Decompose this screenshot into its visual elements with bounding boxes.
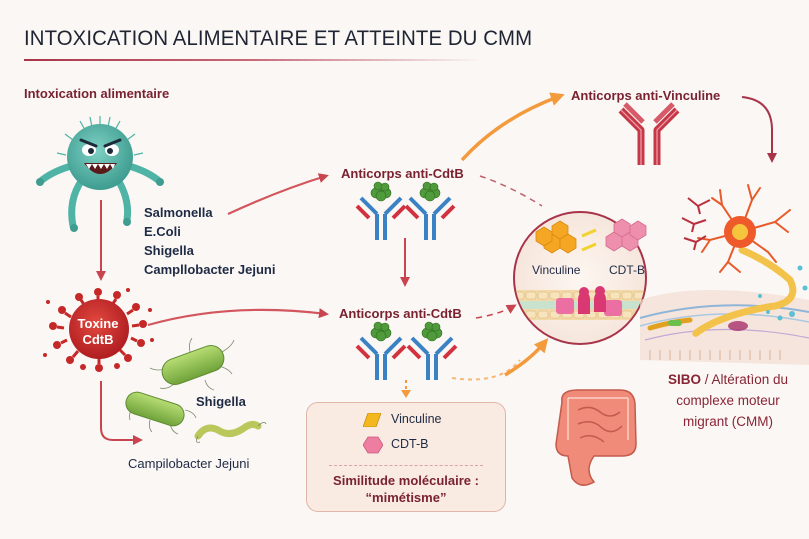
toxin-label: Toxine CdtB [62,316,134,348]
antibody-icon [404,181,456,240]
vinculine-molecule-icon [535,220,577,254]
antigen-cluster-icon [419,181,441,202]
shigella-label: Shigella [196,394,246,409]
anti-cdtb-antibodies-bottom-icon [355,321,458,380]
antigen-cluster-icon [421,321,443,342]
cdtb-molecule-icon [605,218,647,252]
toxin-cdtb-icon [43,288,154,372]
antigen-cluster-icon [370,321,392,342]
dashed-link-top-to-circle [479,175,543,207]
arrow-anti-cdtb-to-anti-vinculine [460,92,565,162]
campylobacter-bacterium-icon [194,420,267,443]
cdtb-shape-icon [363,436,383,454]
zoom-label-vinculine: Vinculine [532,263,581,277]
exchange-arrows-icon [581,228,597,252]
arrow-to-mimicry-box [401,380,411,398]
outcome-line3: migrant (CMM) [683,414,773,429]
title-underline [24,59,484,61]
page-title: INTOXICATION ALIMENTAIRE ET ATTEINTE DU … [24,27,533,50]
arrow-pathogens-to-anti-cdtb-top [227,173,329,215]
antigen-cluster-icon [370,181,392,202]
outcome-label: SIBO / Altératìon du complexe moteur mig… [648,369,808,432]
cell-membrane-icon [515,286,645,320]
orange-arrow-antibodies-to-circle [451,338,549,381]
pathogen-item: Salmonella [144,205,213,220]
toxin-label-line1: Toxine [77,316,119,331]
bacterium-icon [125,391,197,435]
pathogen-item: E.Coli [144,224,181,239]
anti-cdtb-label-top: Anticorps anti-CdtB [341,166,464,181]
mimicry-title: Similitude moléculaire : “mimétisme” [307,472,505,506]
anti-cdtb-label-bottom: Anticorps anti-CdtB [339,306,462,321]
toxin-label-line2: CdtB [82,332,114,347]
intestine-icon [555,389,637,486]
outcome-line2: complexe moteur [676,393,780,408]
pathogen-list: Salmonella E.Coli Shigella Campllobacter… [144,203,275,279]
pathogen-item: Campllobacter Jejuni [144,262,276,277]
outcome-line1: / Altératìon du [700,372,789,387]
microbe-icon [36,116,164,232]
vinculine-shape-icon [363,413,381,427]
arrow-toxin-to-campylobacter [100,381,143,445]
campylobacter-label: Campilobacter Jejuni [128,456,250,471]
neuron-icon [681,184,808,338]
antibody-icon [355,321,407,380]
antibody-icon [406,321,458,380]
zoom-label-cdtb: CDT-B [609,263,645,277]
arrow-toxin-to-anti-cdtb-bottom [147,308,329,327]
zoom-circle-molecular-view [513,211,647,345]
dashed-arrow-bottom-to-circle [475,304,517,319]
outcome-bold: SIBO [667,372,701,387]
anti-cdtb-antibodies-top-icon [355,181,456,240]
antibody-icon [355,181,407,240]
mimicry-title-line2: “mimétisme” [365,490,447,505]
mimicry-divider [329,465,483,466]
molecular-mimicry-box: Vinculine CDT-B Similitude moléculaire :… [306,402,506,512]
shigella-bacterium-icon [149,337,235,391]
anti-vinculine-label: Anticorps anti-Vinculine [571,88,721,103]
mimicry-title-line1: Similitude moléculaire : [333,473,479,488]
mimicry-item-vinculine: Vinculine [391,412,442,426]
arrow-anti-vinculine-to-neuron [741,96,777,163]
mimicry-item-cdtb: CDT-B [391,437,429,451]
anti-vinculine-antibody-icon [618,102,680,165]
section-label-food-poisoning: Intoxication alimentaire [24,86,170,101]
pathogen-item: Shigella [144,243,194,258]
